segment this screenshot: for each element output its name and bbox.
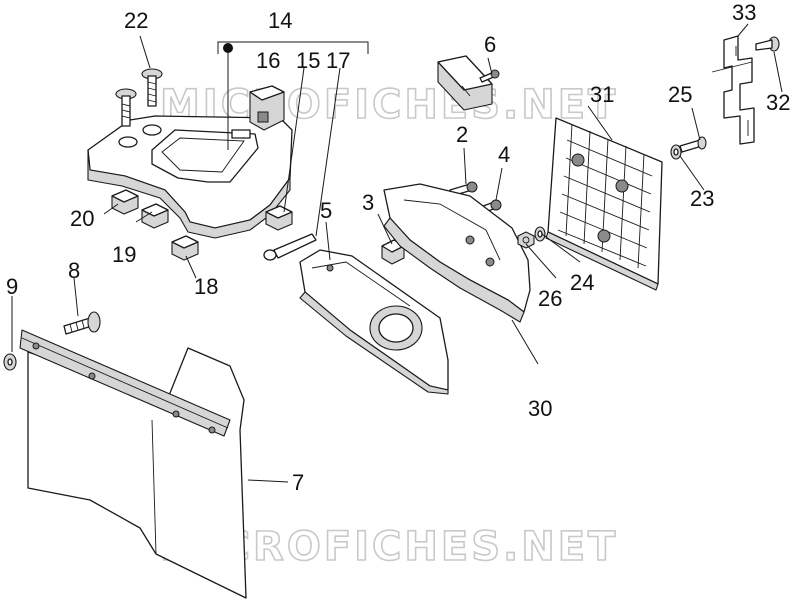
part-20-nut xyxy=(111,189,139,215)
leader-lines xyxy=(11,23,783,483)
callout-18: 18 xyxy=(194,274,218,299)
callout-20: 20 xyxy=(70,206,94,231)
part-32-bolt xyxy=(755,36,780,52)
callout-25: 25 xyxy=(668,82,692,107)
callout-24: 24 xyxy=(570,270,594,295)
part-25-bolt xyxy=(679,136,707,153)
part-14-tray xyxy=(87,115,293,239)
callout-16: 16 xyxy=(256,48,280,73)
part-24-nut xyxy=(517,231,535,249)
callout-23: 23 xyxy=(690,186,714,211)
part-5-plate xyxy=(299,249,449,395)
callout-14: 14 xyxy=(268,8,292,33)
callout-7: 7 xyxy=(292,470,304,495)
part-18-nut xyxy=(171,235,199,261)
callout-30: 30 xyxy=(528,396,552,421)
part-31-backing xyxy=(545,117,663,291)
callout-32: 32 xyxy=(766,90,790,115)
callout-33: 33 xyxy=(732,0,756,25)
callout-6: 6 xyxy=(484,32,496,57)
part-17-pin xyxy=(263,233,317,261)
part-30-holder xyxy=(383,183,531,323)
part-19-nut xyxy=(141,203,169,229)
callout-22: 22 xyxy=(124,8,148,33)
callout-9: 9 xyxy=(6,274,18,299)
callout-3: 3 xyxy=(362,190,374,215)
part-22-screws xyxy=(115,68,163,127)
part-16-clip xyxy=(249,85,285,131)
callout-2: 2 xyxy=(456,122,468,147)
callout-31: 31 xyxy=(590,82,614,107)
part-26-washer xyxy=(534,226,546,242)
callout-26: 26 xyxy=(538,286,562,311)
part-9-washer xyxy=(3,353,17,371)
part-6-bracket xyxy=(437,55,500,111)
part-7-mudflap xyxy=(19,329,247,599)
callout-19: 19 xyxy=(112,242,136,267)
part-23-washer xyxy=(670,144,682,160)
callout-5: 5 xyxy=(320,198,332,223)
part-8-bolt xyxy=(63,311,101,335)
callout-4: 4 xyxy=(498,142,510,167)
callout-17: 17 xyxy=(326,48,350,73)
part-33-strap xyxy=(711,35,755,145)
callout-15: 15 xyxy=(296,48,320,73)
part-15-nut xyxy=(265,205,293,231)
callout-8: 8 xyxy=(68,258,80,283)
